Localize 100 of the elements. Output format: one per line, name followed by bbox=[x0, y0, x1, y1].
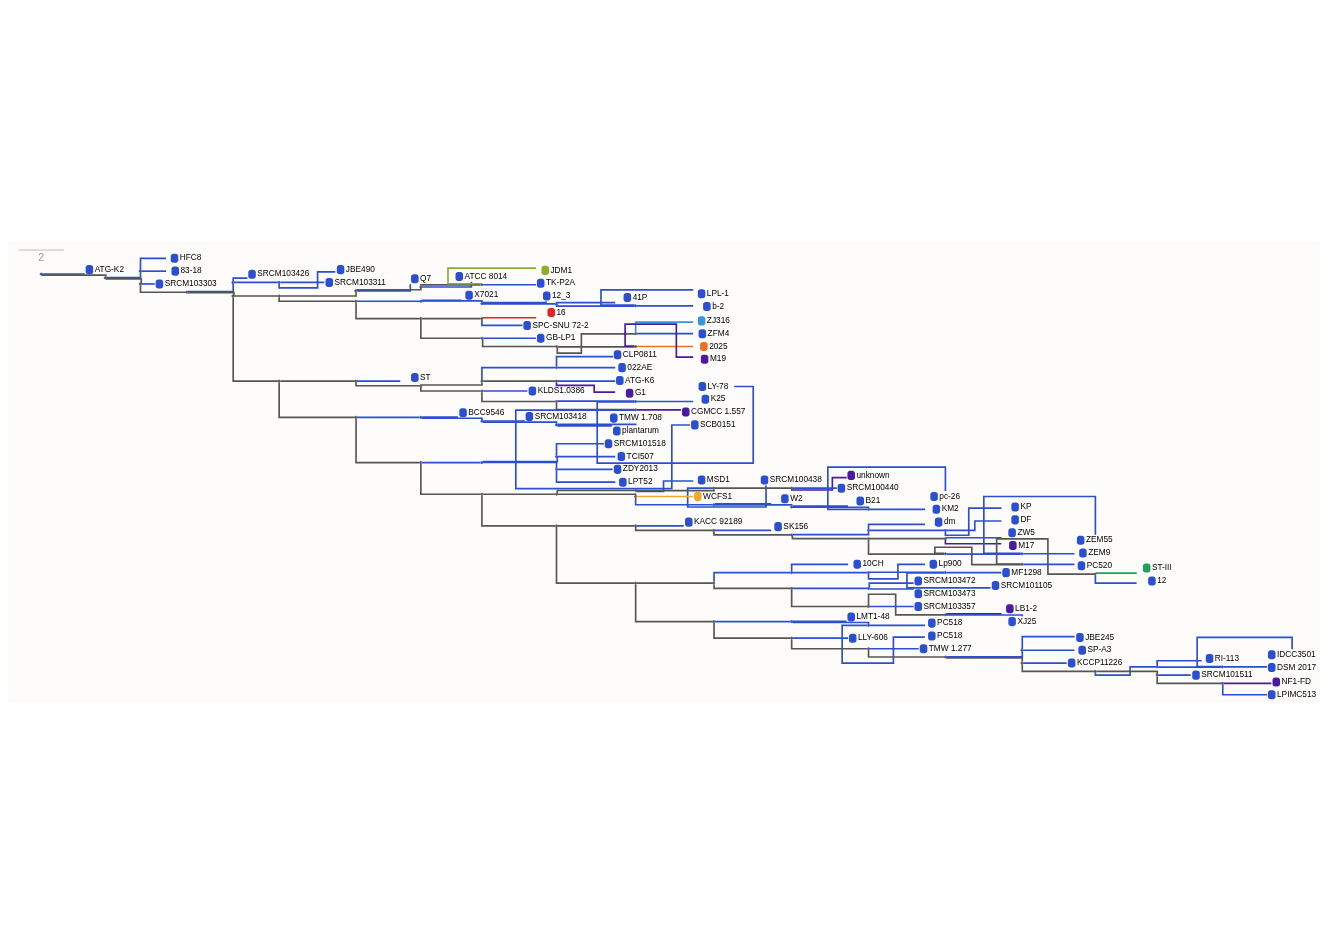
connector bbox=[945, 649, 1024, 658]
connector bbox=[186, 291, 235, 297]
node-label: SK156 bbox=[783, 520, 809, 531]
node-label: SRCM100438 bbox=[769, 473, 822, 484]
node-label: LY-78 bbox=[707, 380, 729, 391]
connector bbox=[791, 534, 869, 540]
node-label: JBE490 bbox=[345, 263, 375, 274]
node-point bbox=[1220, 681, 1224, 685]
connector bbox=[555, 304, 636, 307]
node-label: JBE245 bbox=[1085, 631, 1115, 642]
connector bbox=[867, 592, 945, 616]
connector bbox=[868, 587, 915, 590]
node-label: LB1-2 bbox=[1015, 602, 1038, 613]
node-point bbox=[1093, 572, 1097, 576]
connector bbox=[1022, 563, 1076, 565]
node-point bbox=[277, 379, 281, 383]
node-label: SRCM103472 bbox=[923, 574, 976, 585]
connector bbox=[634, 583, 714, 622]
connector bbox=[945, 552, 1022, 555]
node-point bbox=[480, 316, 484, 320]
connector bbox=[867, 563, 926, 580]
node-label: unknown bbox=[856, 469, 890, 479]
connector bbox=[868, 508, 926, 510]
node-label: SPC-SNU 72-2 bbox=[532, 319, 589, 330]
connector bbox=[421, 317, 482, 319]
connector bbox=[556, 379, 617, 382]
node-label: MF1298 bbox=[1011, 566, 1042, 577]
node-point bbox=[790, 619, 794, 623]
node-point bbox=[867, 507, 870, 511]
node-point bbox=[1020, 648, 1024, 652]
connector bbox=[635, 479, 695, 492]
connector bbox=[556, 524, 636, 527]
node-label: 022AE bbox=[627, 361, 653, 372]
node-label: ATCC 8014 bbox=[464, 270, 508, 281]
connector bbox=[556, 489, 636, 494]
node-label: BCC9546 bbox=[468, 406, 505, 417]
node-label: XJ25 bbox=[1017, 615, 1037, 626]
connector bbox=[481, 318, 524, 326]
node-point bbox=[555, 492, 558, 496]
node-label: DSM 2017 bbox=[1277, 661, 1317, 672]
connector bbox=[934, 545, 1022, 566]
label: 2 bbox=[38, 250, 45, 263]
node-point bbox=[1020, 562, 1024, 566]
node-point bbox=[634, 399, 638, 403]
node-point bbox=[555, 399, 558, 403]
node-label: ZW5 bbox=[1017, 526, 1035, 537]
connector bbox=[624, 322, 695, 358]
node-point bbox=[634, 303, 638, 307]
node-point bbox=[103, 275, 107, 279]
connector bbox=[355, 416, 421, 418]
node-label: PC520 bbox=[1086, 559, 1113, 570]
node-point bbox=[634, 581, 638, 585]
connector bbox=[635, 304, 694, 307]
node-label: RI-113 bbox=[1214, 652, 1240, 663]
node-label: 12 bbox=[1157, 574, 1167, 585]
connector bbox=[713, 502, 773, 505]
connector bbox=[713, 503, 793, 506]
connector bbox=[481, 366, 557, 381]
connector bbox=[41, 272, 86, 275]
connector bbox=[556, 345, 636, 348]
node-label: Q7 bbox=[420, 272, 432, 283]
connector bbox=[1222, 682, 1273, 684]
node-point bbox=[480, 282, 484, 286]
connector bbox=[1094, 571, 1138, 574]
connector bbox=[556, 332, 636, 354]
node-point bbox=[555, 422, 558, 426]
node-point bbox=[354, 415, 358, 419]
connector bbox=[447, 266, 537, 285]
node-point bbox=[354, 299, 358, 303]
connector bbox=[944, 538, 1003, 545]
connector bbox=[790, 476, 848, 491]
node-point bbox=[634, 494, 638, 498]
node-point bbox=[480, 336, 484, 340]
node-point bbox=[555, 379, 558, 383]
node-point bbox=[867, 623, 870, 627]
connector bbox=[634, 525, 714, 531]
node-point bbox=[419, 383, 423, 387]
node-point bbox=[354, 288, 358, 292]
connector bbox=[791, 621, 870, 625]
connector bbox=[279, 281, 326, 283]
node-label: M17 bbox=[1018, 539, 1035, 550]
node-point bbox=[480, 301, 484, 305]
node-point bbox=[634, 344, 638, 348]
connector bbox=[635, 495, 694, 497]
connector bbox=[481, 300, 547, 303]
node-point bbox=[943, 612, 947, 616]
node-point bbox=[277, 294, 281, 297]
connector bbox=[713, 530, 792, 536]
node-point bbox=[419, 299, 423, 303]
node-label: 83-18 bbox=[180, 264, 202, 275]
connector bbox=[41, 273, 107, 278]
connector bbox=[634, 496, 714, 506]
node-point bbox=[790, 486, 794, 490]
node-label: ATG-K2 bbox=[94, 263, 124, 274]
node-point bbox=[480, 379, 484, 383]
node-point bbox=[480, 460, 484, 464]
connector bbox=[482, 419, 526, 422]
node-label: TK-P2A bbox=[545, 276, 575, 287]
connector bbox=[481, 316, 537, 319]
connector bbox=[355, 379, 402, 382]
